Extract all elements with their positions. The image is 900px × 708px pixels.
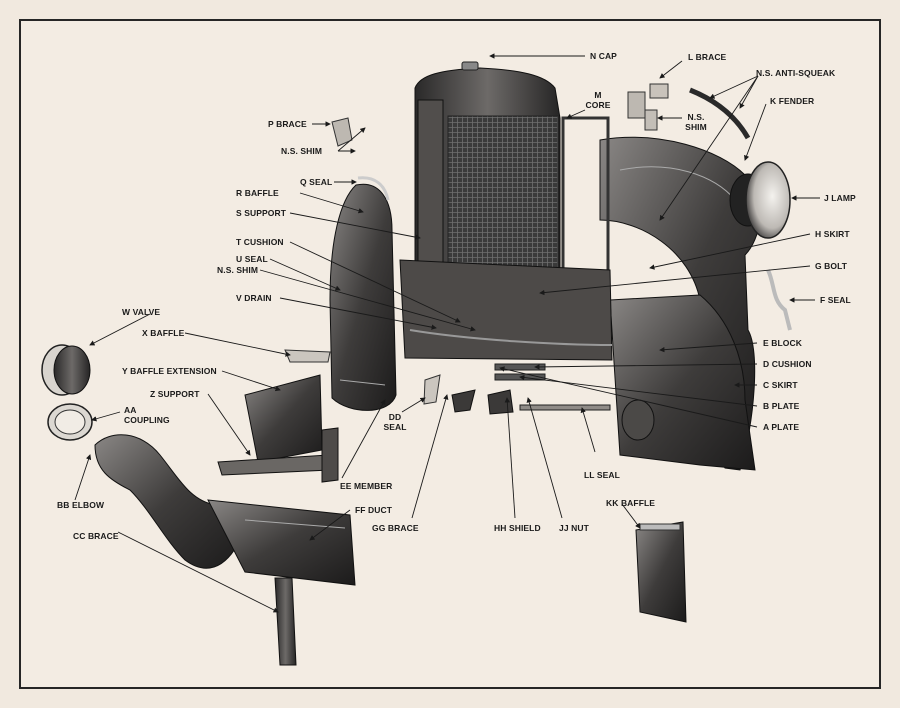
baffle-r: [329, 183, 397, 411]
valve-w: [41, 344, 91, 396]
small-parts: [423, 363, 611, 415]
label-ns-shim-right-line1: N.S.: [687, 112, 705, 122]
anti-squeak-strip: [689, 87, 751, 140]
label-ns-anti-squeak: N.S. ANTI-SQUEAK: [756, 68, 836, 78]
frame-member: [399, 259, 613, 361]
label-w-valve: W VALVE: [122, 307, 161, 317]
label-cc-brace: CC BRACE: [73, 531, 119, 541]
label-dd-seal-line1: DD: [388, 412, 402, 422]
label-ll-seal: LL SEAL: [584, 470, 620, 480]
label-a-plate: A PLATE: [763, 422, 800, 432]
seal-f: [766, 269, 792, 331]
label-aa-coupling-line1: AA: [124, 405, 137, 415]
label-q-seal: Q SEAL: [300, 177, 333, 187]
label-ns-shim-right: N.S. SHIM: [683, 112, 709, 132]
seal-q: [357, 176, 390, 201]
label-b-plate: B PLATE: [763, 401, 800, 411]
label-n-cap: N CAP: [590, 51, 617, 61]
label-c-skirt: C SKIRT: [763, 380, 798, 390]
label-ns-shim-mid: N.S. SHIM: [217, 265, 259, 275]
label-h-skirt: H SKIRT: [815, 229, 850, 239]
label-m-core-line2: CORE: [585, 100, 611, 110]
label-dd-seal-line2: SEAL: [383, 422, 407, 432]
label-u-seal: U SEAL: [236, 254, 268, 264]
label-y-baffle-extension: Y BAFFLE EXTENSION: [122, 366, 217, 376]
label-kk-baffle: KK BAFFLE: [606, 498, 656, 508]
baffle-kk: [635, 521, 687, 623]
brace-cc: [274, 577, 297, 666]
coupling-aa: [47, 403, 93, 441]
duct-ff: [207, 499, 356, 586]
label-m-core: M CORE: [584, 90, 612, 110]
elbow-bb: [94, 434, 241, 569]
baffle-x: [284, 349, 331, 363]
label-aa-coupling-line2: COUPLING: [124, 415, 170, 425]
brace-l: [627, 83, 669, 131]
label-f-seal: F SEAL: [820, 295, 851, 305]
support-z: [217, 427, 339, 483]
label-hh-shield: HH SHIELD: [494, 523, 541, 533]
label-k-fender: K FENDER: [770, 96, 815, 106]
label-s-support: S SUPPORT: [236, 208, 287, 218]
label-d-cushion: D CUSHION: [763, 359, 812, 369]
label-ns-shim-left: N.S. SHIM: [281, 146, 323, 156]
label-z-support: Z SUPPORT: [150, 389, 200, 399]
label-g-bolt: G BOLT: [815, 261, 848, 271]
label-v-drain: V DRAIN: [236, 293, 272, 303]
label-aa-coupling: AA COUPLING: [124, 405, 170, 425]
label-bb-elbow: BB ELBOW: [57, 500, 105, 510]
label-ff-duct: FF DUCT: [355, 505, 393, 515]
label-e-block: E BLOCK: [763, 338, 802, 348]
label-jj-nut: JJ NUT: [559, 523, 589, 533]
label-r-baffle: R BAFFLE: [236, 188, 279, 198]
baffle-extension-y: [244, 374, 323, 463]
label-l-brace: L BRACE: [688, 52, 727, 62]
label-p-brace: P BRACE: [268, 119, 307, 129]
brace-p: [331, 117, 353, 147]
label-ee-member: EE MEMBER: [340, 481, 393, 491]
label-m-core-line1: M: [594, 90, 602, 100]
label-gg-brace: GG BRACE: [372, 523, 419, 533]
label-j-lamp: J LAMP: [824, 193, 856, 203]
leader-lines: [74, 53, 820, 613]
label-t-cushion: T CUSHION: [236, 237, 284, 247]
label-dd-seal: DD SEAL: [380, 412, 410, 432]
lamp-j: [729, 161, 791, 239]
label-ns-shim-right-line2: SHIM: [685, 122, 707, 132]
label-x-baffle: X BAFFLE: [142, 328, 185, 338]
